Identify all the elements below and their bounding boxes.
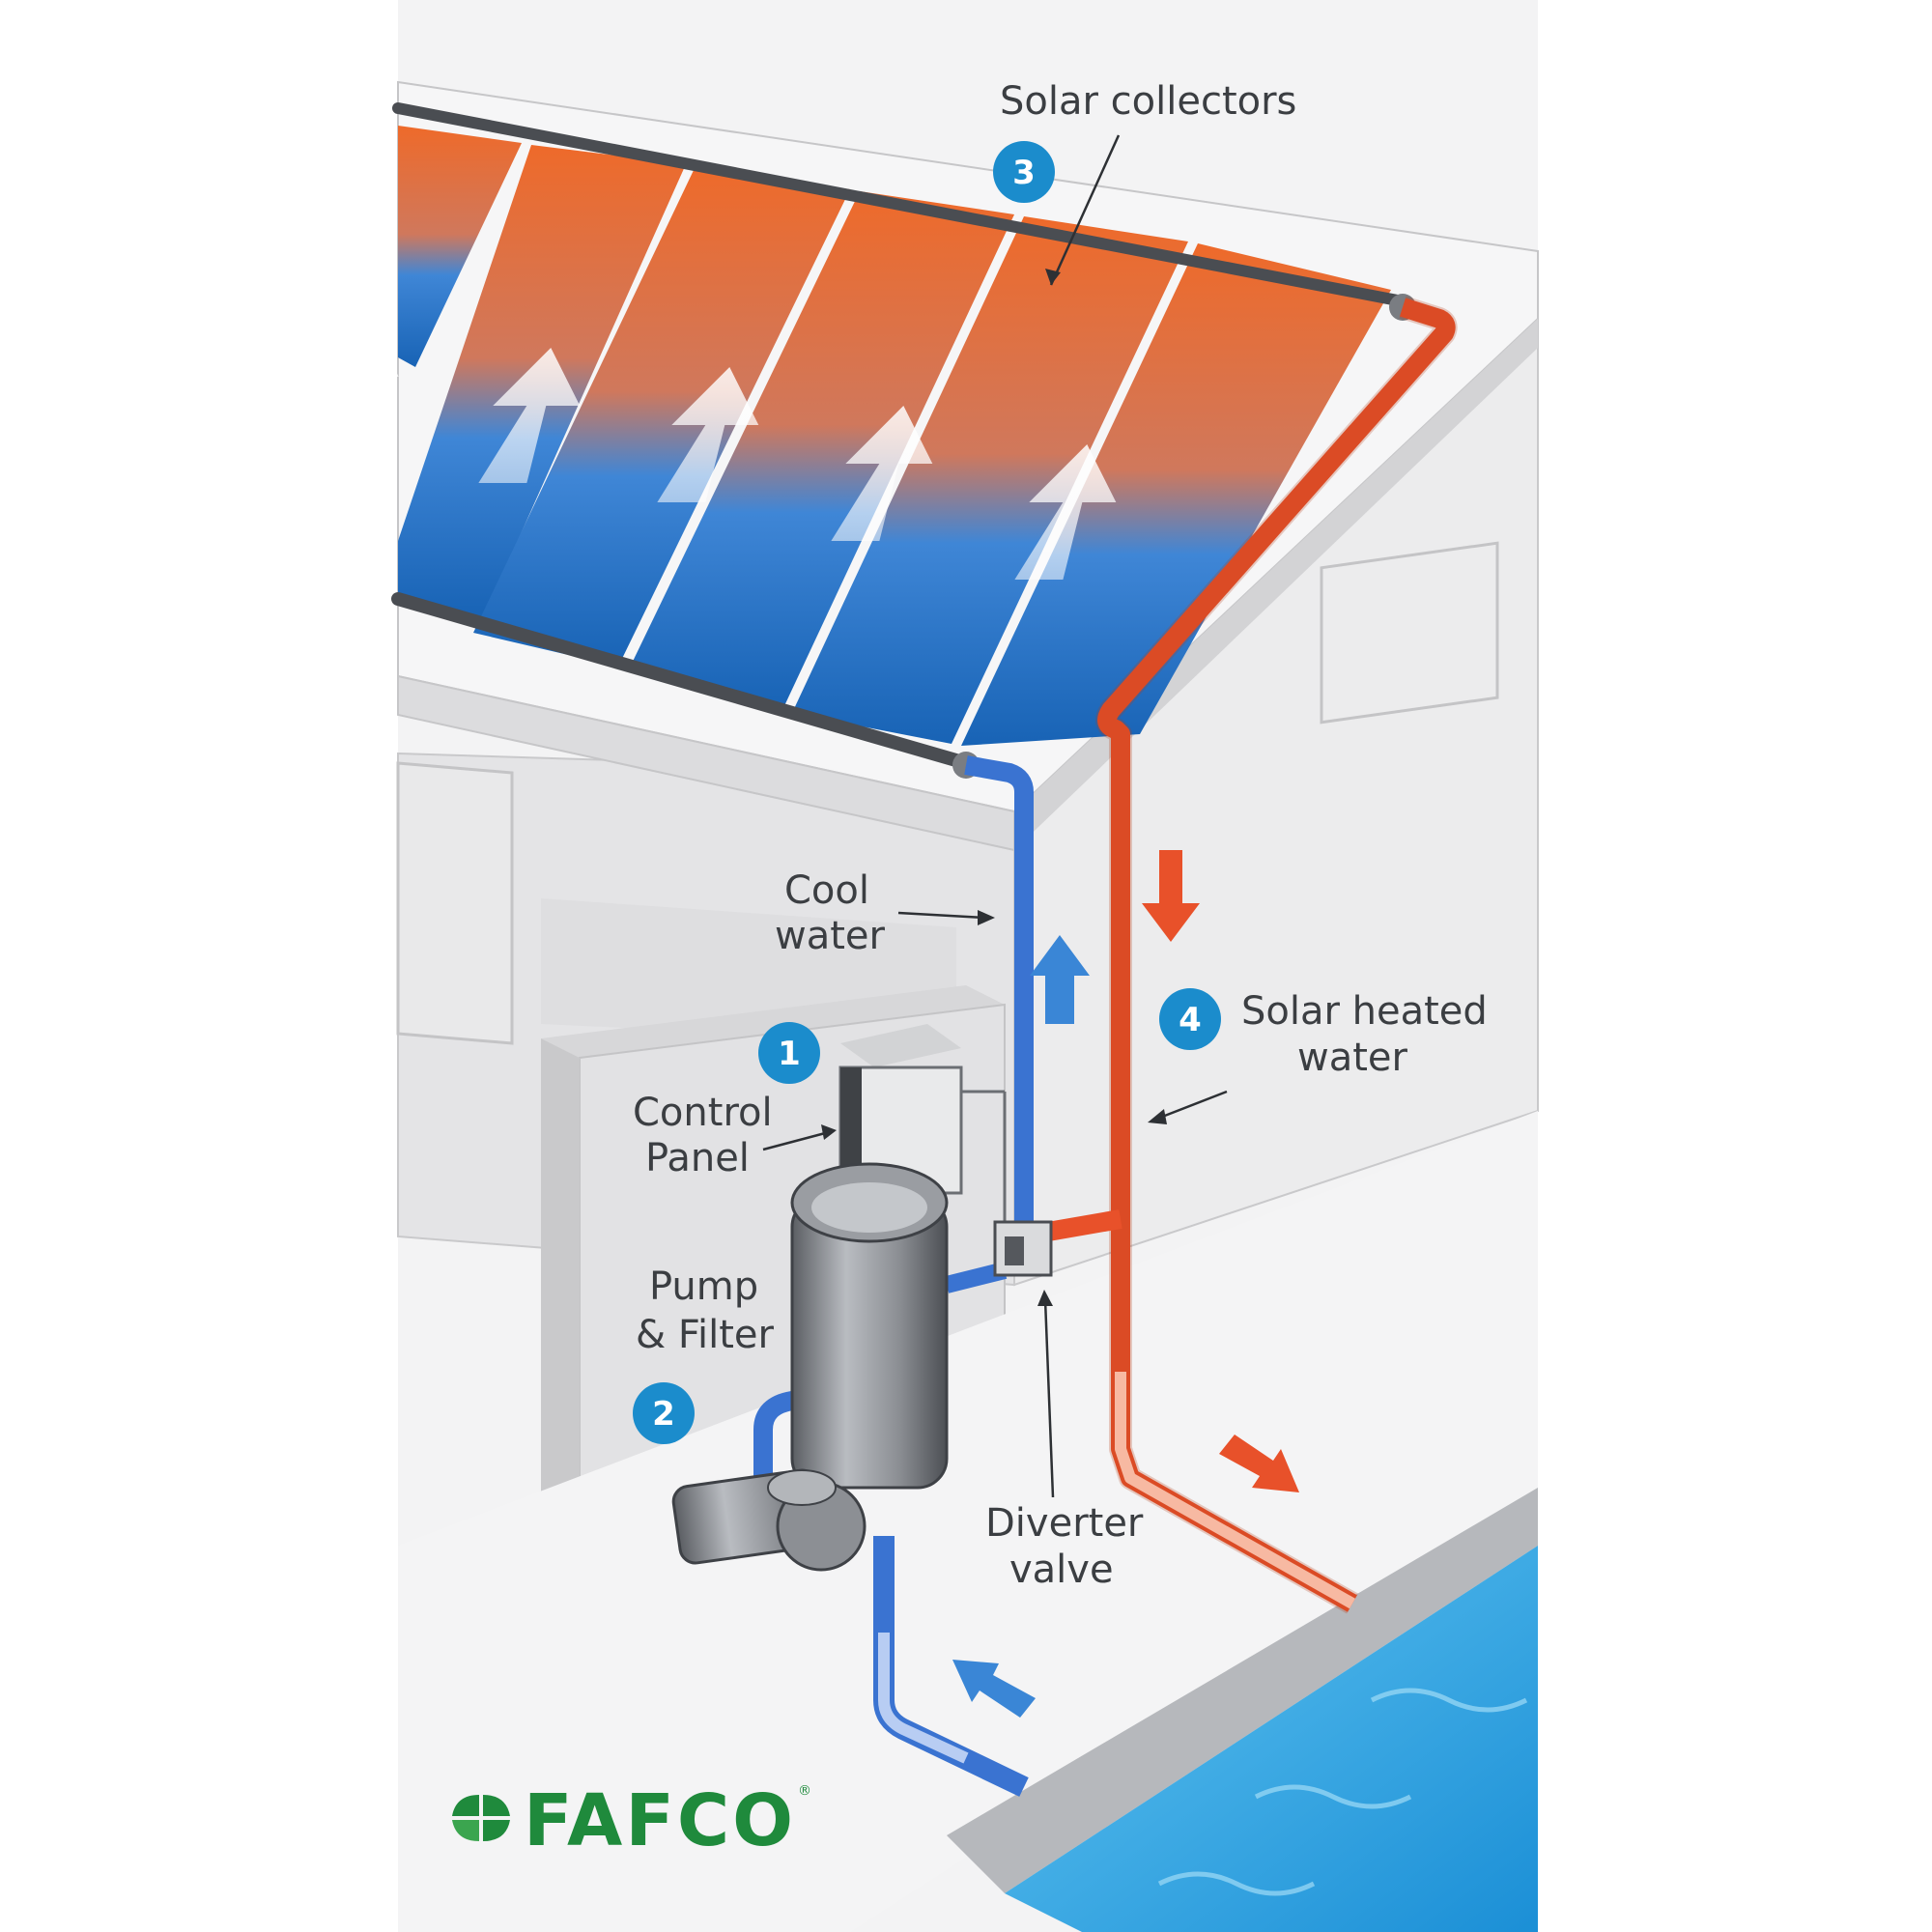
leader-arrowhead [1148, 1109, 1167, 1124]
solar-panel [961, 243, 1391, 746]
leader-solar-heated [1156, 1090, 1228, 1121]
label-cool-water-line2: water [775, 914, 886, 958]
fafco-logo-text: FAFCO [524, 1779, 796, 1862]
hot-water-pipe [1097, 298, 1456, 1612]
badge-pump-filter: 2 [633, 1382, 695, 1444]
pool-coping [947, 1488, 1538, 1893]
leader-lines [762, 134, 1228, 1498]
panel-flow-arrow [1014, 444, 1117, 580]
solar-collector-array [319, 102, 1416, 779]
solar-panel [473, 166, 850, 667]
equipment-wall-top [541, 985, 1005, 1058]
fafco-registered-mark: ® [798, 1783, 811, 1799]
fafco-logo: FAFCO ® [452, 1779, 811, 1862]
leader-control-panel [762, 1130, 830, 1151]
cool-water-pipe [964, 755, 1034, 1227]
cool-flow-arrow-from-pool [952, 1660, 1036, 1718]
badge-pump-filter-number: 2 [652, 1395, 675, 1434]
badge-control-panel: 1 [758, 1022, 820, 1084]
pump-unit [671, 1468, 867, 1572]
hot-flow-arrow-to-pool [1219, 1435, 1299, 1492]
leader-arrowhead [978, 910, 995, 925]
house-window [1320, 541, 1499, 724]
label-solar-heated-line1: Solar heated [1241, 989, 1488, 1034]
panel-flow-arrow [478, 348, 581, 483]
badge-control-panel-number: 1 [778, 1035, 801, 1073]
leader-arrowhead [821, 1124, 837, 1140]
house-door [396, 761, 514, 1045]
pool-ripple [1157, 1688, 1528, 1896]
solar-panel [398, 126, 522, 367]
solar-panel [628, 191, 1014, 710]
diverter-valve [993, 1220, 1053, 1277]
badge-solar-heated-number: 4 [1179, 1001, 1202, 1039]
pool-water [1005, 1546, 1538, 1932]
hot-flow-arrow-down [1142, 850, 1200, 942]
label-diverter-valve-line2: valve [1009, 1548, 1114, 1592]
cool-water-return-fade [878, 1633, 969, 1764]
collector-bottom-header [391, 592, 973, 770]
hot-branch-to-valve [1046, 1209, 1122, 1241]
panel-flow-arrow [657, 367, 759, 502]
solar-panel [792, 216, 1188, 744]
label-cool-water-line1: Cool [784, 868, 869, 913]
label-diverter-valve-line1: Diverter [985, 1501, 1144, 1546]
equipment-wall-side [541, 1038, 580, 1526]
leader-diverter-valve [1043, 1298, 1055, 1498]
badge-solar-collectors: 3 [993, 141, 1055, 203]
hot-water-pipe-fade [1115, 1372, 1355, 1609]
badge-solar-heated: 4 [1159, 988, 1221, 1050]
leader-solar-collectors [1049, 134, 1121, 286]
cool-flow-arrow-up [1030, 935, 1090, 1024]
leader-arrowhead [1037, 1290, 1053, 1306]
label-control-panel-line1: Control [633, 1091, 773, 1135]
label-pump-filter-line1: Pump [649, 1264, 758, 1309]
leader-arrowhead [1045, 269, 1061, 285]
label-control-panel-line2: Panel [645, 1136, 750, 1180]
leader-cool-water [897, 911, 986, 920]
panel-flow-arrow [831, 406, 933, 541]
pool-deck [398, 1111, 1538, 1932]
collector-top-header [392, 102, 1408, 307]
label-solar-collectors: Solar collectors [1000, 79, 1296, 124]
label-solar-heated-line2: water [1297, 1036, 1408, 1080]
filter-tank [790, 1162, 949, 1490]
label-pump-filter-line2: & Filter [636, 1313, 775, 1357]
fafco-logo-icon [452, 1795, 510, 1841]
panel-flow-arrow [319, 333, 399, 444]
hot-water-pipe-outline [1095, 296, 1458, 1614]
badge-solar-collectors-number: 3 [1012, 154, 1036, 192]
